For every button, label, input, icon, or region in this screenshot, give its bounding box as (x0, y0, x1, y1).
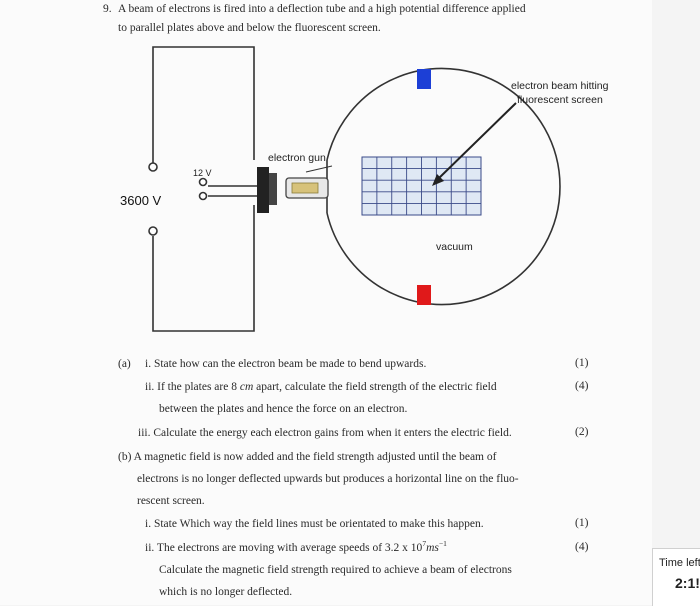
part-a-ii-text: ii. If the plates are 8 cm apart, calcul… (145, 380, 497, 394)
part-b-line-2: electrons is no longer deflected upwards… (137, 473, 519, 485)
question-sheet: 9. A beam of electrons is fired into a d… (103, 3, 609, 598)
circuit-wires (152, 46, 258, 332)
part-a-ii-line-2: between the plates and hence the force o… (159, 403, 408, 415)
electron-gun (257, 165, 333, 213)
part-b-line-1: (b) A magnetic field is now added and th… (118, 451, 497, 463)
part-b-ii-pre: ii. The electrons are moving with averag… (145, 542, 423, 554)
part-b-ii-line-3: which is no longer deflected. (159, 586, 293, 598)
question-number: 9. (103, 3, 112, 15)
fluorescent-screen (361, 156, 482, 216)
part-a-iii-text: iii. Calculate the energy each electron … (138, 427, 512, 439)
top-plate (417, 69, 431, 89)
part-b-line-3: rescent screen. (137, 495, 205, 507)
part-a-ii-post: apart, calculate the field strength of t… (253, 381, 497, 393)
part-a-ii-marks: (4) (575, 380, 589, 392)
time-left-panel: Time left 2:1! (652, 548, 700, 606)
part-b-ii-unit: ms (426, 542, 439, 554)
beam-arrow (432, 102, 517, 186)
question-intro-line-1: A beam of electrons is fired into a defl… (118, 3, 526, 15)
part-b-ii-unit-exp: −1 (438, 539, 447, 548)
part-a-label: (a) (118, 358, 131, 370)
part-b-ii-exp: 7 (422, 539, 427, 548)
deflection-tube-diagram: electron beam hitting fluorescent screen… (120, 46, 609, 332)
terminal-top (148, 162, 158, 172)
part-b-i-marks: (1) (575, 517, 589, 529)
label-beam-line-2: fluorescent screen (517, 94, 603, 106)
label-12v: 12 V (193, 168, 212, 178)
label-3600v: 3600 V (120, 193, 162, 208)
time-left-label: Time left (659, 557, 700, 569)
part-a-i-text: i. State how can the electron beam be ma… (145, 358, 427, 370)
label-vacuum: vacuum (436, 241, 473, 253)
terminal-12v-b (198, 191, 208, 201)
part-b-i-text: i. State Which way the field lines must … (145, 518, 484, 530)
label-beam-line-1: electron beam hitting (511, 80, 609, 92)
part-b-ii-line-2: Calculate the magnetic field strength re… (159, 564, 512, 576)
terminal-12v-a (198, 177, 208, 187)
question-intro-line-2: to parallel plates above and below the f… (118, 22, 381, 34)
time-left-value: 2:1! (675, 575, 700, 591)
part-a-iii-marks: (2) (575, 426, 589, 438)
terminals (148, 162, 208, 236)
label-electron-gun: electron gun (268, 152, 326, 164)
bottom-plate (417, 285, 431, 305)
part-a-ii-unit: cm (239, 381, 254, 393)
terminal-bottom (148, 226, 158, 236)
part-b-ii-marks: (4) (575, 541, 589, 553)
part-a-ii-pre: ii. If the plates are 8 (145, 381, 240, 393)
part-b-ii-text: ii. The electrons are moving with averag… (145, 539, 447, 555)
part-a-i-marks: (1) (575, 357, 589, 369)
